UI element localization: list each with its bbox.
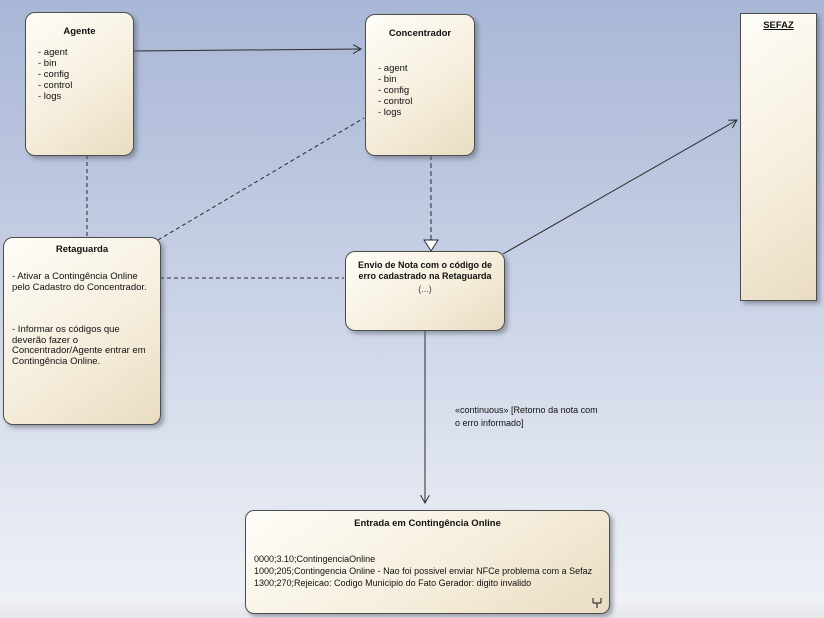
attribute-item: - agent: [38, 47, 68, 58]
node-retaguarda-title: Retaguarda: [55, 244, 109, 255]
node-sefaz[interactable]: SEFAZ: [740, 13, 817, 301]
retaguarda-paragraph: - Informar os códigos que deverão fazer …: [12, 324, 146, 367]
attribute-item: - bin: [378, 74, 397, 85]
attribute-item: - config: [38, 69, 70, 80]
node-agente-title: Agente: [63, 26, 96, 37]
node-concentrador[interactable]: Concentrador - agent - bin - config - co…: [365, 14, 475, 156]
node-entrada-codes: 0000;3.10;ContingenciaOnline 1000;205;Co…: [246, 553, 609, 589]
node-envio-ellipsis: (...): [418, 284, 432, 294]
node-envio-title: Envio de Nota com o código de erro cadas…: [357, 260, 492, 281]
attribute-item: - control: [38, 80, 73, 91]
attribute-item: - logs: [378, 107, 402, 118]
attribute-item: - logs: [38, 91, 62, 102]
hollow-triangle-arrowhead: [423, 239, 439, 252]
node-concentrador-attributes: - agent - bin - config - control - logs: [366, 39, 474, 118]
attribute-item: - bin: [38, 58, 57, 69]
edge-label-continuous: «continuous» [Retorno da nota com o erro…: [455, 405, 598, 428]
code-line: 0000;3.10;ContingenciaOnline: [254, 554, 376, 564]
node-agente-attributes: - agent - bin - config - control - logs: [26, 37, 133, 102]
node-retaguarda[interactable]: Retaguarda - Ativar a Contingência Onlin…: [3, 237, 161, 425]
node-sefaz-title: SEFAZ: [763, 20, 794, 31]
composite-rake-icon: [592, 598, 602, 608]
edge-envio-to-sefaz: [502, 120, 737, 255]
node-agente[interactable]: Agente - agent - bin - config - control …: [25, 12, 134, 156]
retaguarda-paragraph: - Ativar a Contingência Online pelo Cada…: [12, 271, 147, 293]
node-entrada-contingencia[interactable]: Entrada em Contingência Online 0000;3.10…: [245, 510, 610, 614]
node-envio-de-nota[interactable]: Envio de Nota com o código de erro cadas…: [345, 251, 505, 331]
edge-agente-to-concentrador: [132, 49, 361, 51]
attribute-item: - control: [378, 96, 413, 107]
code-line: 1000;205;Contingencia Online - Nao foi p…: [254, 566, 593, 576]
code-line: 1300;270;Rejeicao: Codigo Municipio do F…: [254, 578, 532, 588]
edge-retaguarda-to-concentrador: [157, 117, 365, 241]
node-entrada-title: Entrada em Contingência Online: [354, 518, 501, 529]
node-concentrador-title: Concentrador: [388, 28, 452, 39]
attribute-item: - config: [378, 85, 410, 96]
attribute-item: - agent: [378, 63, 408, 74]
